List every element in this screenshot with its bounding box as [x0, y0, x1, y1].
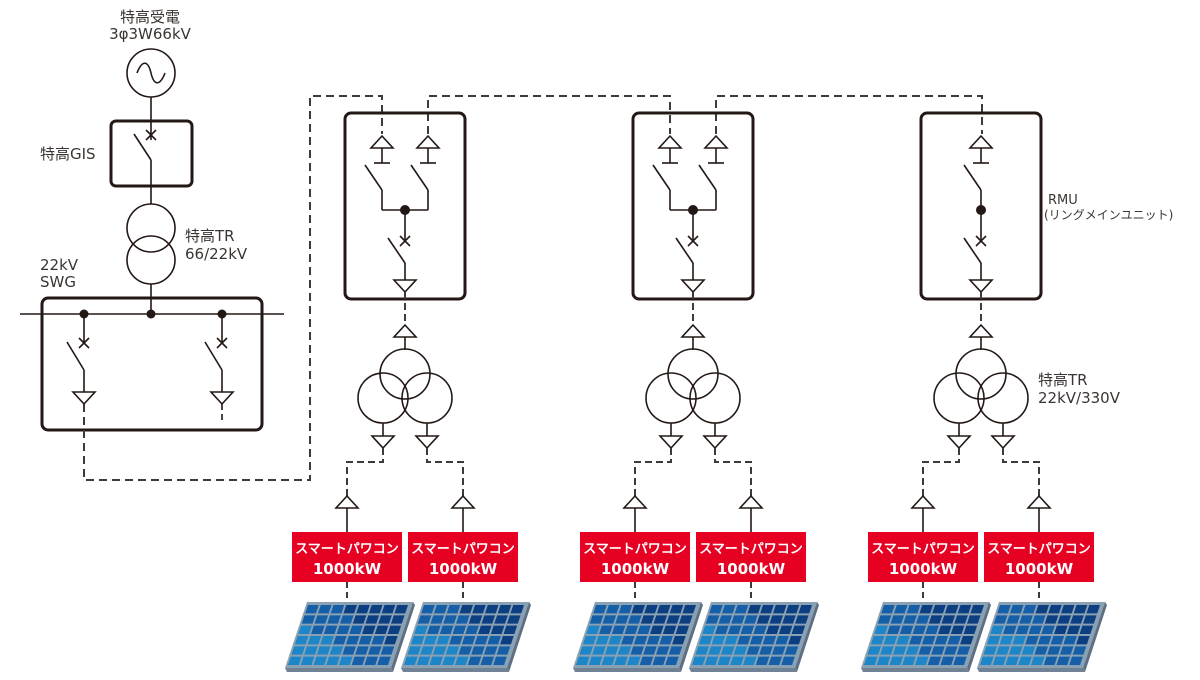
pcs-name: スマートパワコン	[699, 542, 803, 557]
junction-dot	[400, 205, 410, 215]
cable-dashed	[426, 448, 464, 496]
pcs-unit: スマートパワコン 1000kW	[861, 494, 991, 672]
cable-dashed	[634, 448, 672, 496]
pcs-unit: スマートパワコン 1000kW	[689, 494, 819, 672]
circuit-breaker-icon	[133, 121, 157, 204]
power-conditioner-box	[696, 532, 806, 582]
ring-cable	[83, 95, 983, 481]
swg-feeder-right	[204, 314, 235, 420]
solar-panel-icon	[977, 602, 1107, 672]
cable-dashed	[714, 448, 752, 496]
rmu-switch-icon	[963, 134, 994, 294]
cable-termination-icon	[738, 494, 764, 509]
main-transformer-icon	[126, 203, 176, 285]
cable-termination-icon	[622, 494, 648, 509]
pcs-name: スマートパワコン	[583, 542, 687, 557]
solar-panel-icon	[401, 602, 531, 672]
swg-feeder-left	[66, 314, 97, 406]
pcs-power: 1000kW	[313, 560, 382, 578]
junction-dot	[688, 205, 698, 215]
three-winding-transformer-icon	[357, 323, 453, 450]
units-layer: スマートパワコン 1000kW スマートパワコン 1000kW スマートパワコン 1000…	[285, 111, 1107, 672]
pcs-power: 1000kW	[717, 560, 786, 578]
solar-panel-icon	[689, 602, 819, 672]
solar-panel-icon	[861, 602, 991, 672]
cable-termination-icon	[334, 494, 360, 509]
feeder-transformer-ratio: 22kV/330V	[1038, 389, 1121, 407]
ac-source-icon	[126, 48, 176, 98]
pcs-unit: スマートパワコン 1000kW	[977, 494, 1107, 672]
cable-dashed	[922, 448, 960, 496]
rmu-label: RMU	[1048, 193, 1078, 208]
three-winding-transformer-icon	[645, 323, 741, 450]
main-transformer-ratio: 66/22kV	[185, 245, 248, 263]
swg-label-line1: 22kV	[40, 256, 79, 274]
rmu-switch-icon	[364, 134, 441, 294]
rmu-sublabel: (リングメインユニット)	[1044, 208, 1173, 222]
main-transformer-label: 特高TR	[185, 227, 235, 245]
gis-label: 特高GIS	[40, 145, 96, 163]
unit-group: スマートパワコン 1000kW スマートパワコン 1000kW	[861, 111, 1107, 672]
cable-dashed	[346, 448, 384, 496]
source-title: 特高受電	[120, 8, 180, 26]
pcs-unit: スマートパワコン 1000kW	[401, 494, 531, 672]
pcs-name: スマートパワコン	[411, 542, 515, 557]
pcs-name: スマートパワコン	[987, 542, 1091, 557]
junction-dot	[976, 205, 986, 215]
power-conditioner-box	[292, 532, 402, 582]
power-conditioner-box	[408, 532, 518, 582]
pcs-power: 1000kW	[601, 560, 670, 578]
feeder-transformer-label: 特高TR	[1038, 371, 1088, 389]
solar-panel-icon	[285, 602, 415, 672]
source-spec: 3φ3W66kV	[109, 25, 192, 43]
pcs-unit: スマートパワコン 1000kW	[285, 494, 415, 672]
power-conditioner-box	[984, 532, 1094, 582]
swg-label-line2: SWG	[40, 273, 76, 291]
cable-termination-icon	[450, 494, 476, 509]
cable-termination-icon	[910, 494, 936, 509]
unit-group: スマートパワコン 1000kW スマートパワコン 1000kW	[285, 111, 531, 672]
three-winding-transformer-icon	[933, 323, 1029, 450]
solar-panel-icon	[573, 602, 703, 672]
unit-group: スマートパワコン 1000kW スマートパワコン 1000kW	[573, 111, 819, 672]
pcs-unit: スマートパワコン 1000kW	[573, 494, 703, 672]
power-conditioner-box	[868, 532, 978, 582]
pcs-name: スマートパワコン	[295, 542, 399, 557]
pcs-name: スマートパワコン	[871, 542, 975, 557]
swg-box	[40, 296, 264, 432]
cable-termination-icon	[1026, 494, 1052, 509]
pcs-power: 1000kW	[429, 560, 498, 578]
pcs-power: 1000kW	[889, 560, 958, 578]
pcs-power: 1000kW	[1005, 560, 1074, 578]
cable-dashed	[1002, 448, 1040, 496]
rmu-switch-icon	[652, 134, 729, 294]
power-conditioner-box	[580, 532, 690, 582]
